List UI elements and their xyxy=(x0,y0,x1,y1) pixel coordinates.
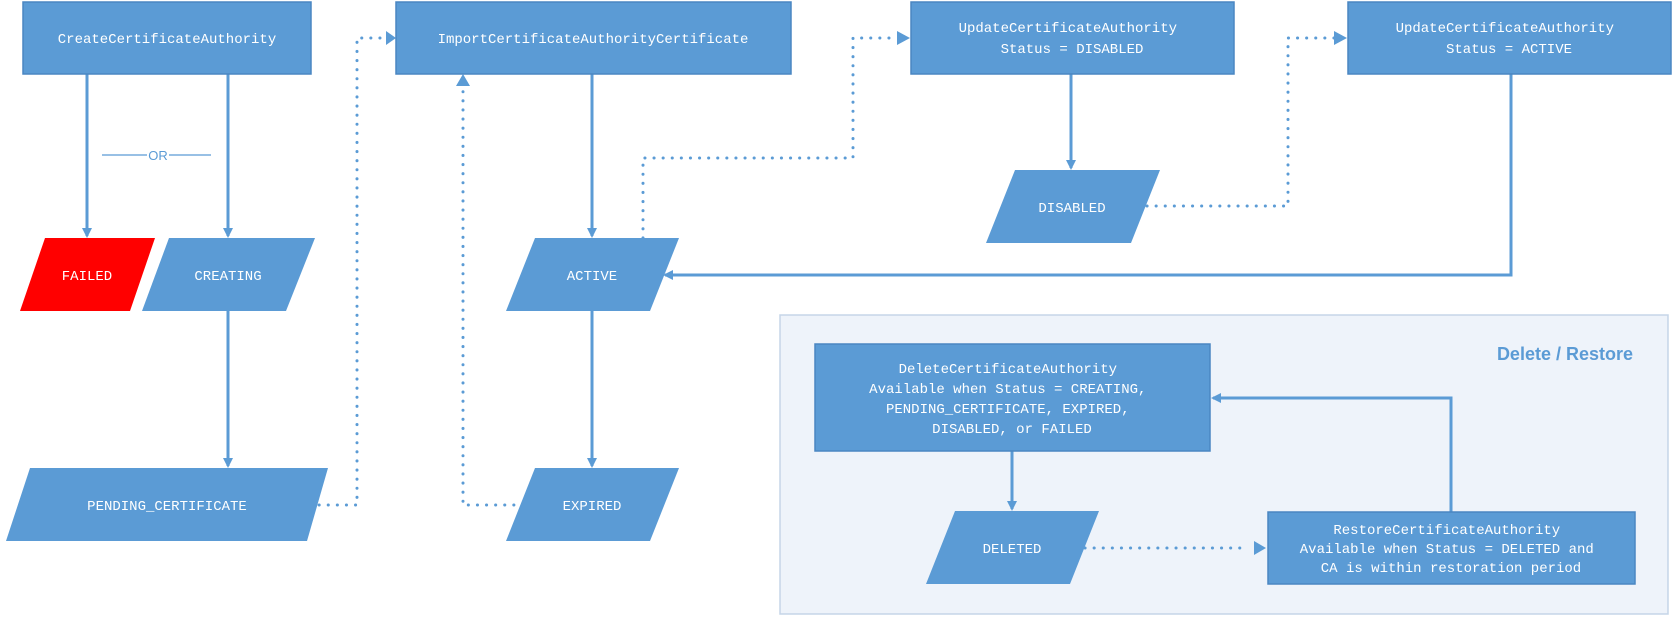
state-pending: PENDING_CERTIFICATE xyxy=(6,468,328,541)
state-active: ACTIVE xyxy=(506,238,679,311)
api-box-restore-line-2: Available when Status = DELETED and xyxy=(1300,542,1594,558)
state-disabled: DISABLED xyxy=(986,170,1160,243)
active-to-update-disable-dotted xyxy=(641,36,900,240)
delete-restore-panel-title: Delete / Restore xyxy=(1497,344,1633,364)
api-box-update-disable-line-2: Status = DISABLED xyxy=(1001,42,1144,58)
dotted-connectors xyxy=(308,36,1337,550)
api-box-restore: RestoreCertificateAuthority Available wh… xyxy=(1267,511,1636,585)
api-box-update-disable-text: UpdateCertificateAuthority Status = DISA… xyxy=(959,21,1186,58)
api-box-create-line-1: CreateCertificateAuthority xyxy=(58,32,276,48)
update-active-to-active-arrow xyxy=(663,74,1513,280)
arrowhead-up-to-import xyxy=(456,74,470,86)
api-box-update-disable-line-1: UpdateCertificateAuthority xyxy=(959,21,1177,37)
state-deleted: DELETED xyxy=(926,511,1099,584)
api-box-delete-line-3: PENDING_CERTIFICATE, EXPIRED, xyxy=(886,402,1130,418)
restore-to-delete-arrow xyxy=(1211,393,1453,512)
api-box-update-active-line-1: UpdateCertificateAuthority xyxy=(1396,21,1614,37)
api-box-update-active-text: UpdateCertificateAuthority Status = ACTI… xyxy=(1396,21,1623,58)
api-box-create: CreateCertificateAuthority xyxy=(22,1,312,75)
api-box-import-line-1: ImportCertificateAuthorityCertificate xyxy=(438,32,749,48)
api-box-delete-text: DeleteCertificateAuthority Available whe… xyxy=(869,362,1155,438)
state-pending-label: PENDING_CERTIFICATE xyxy=(87,499,247,515)
dotted-arrowheads xyxy=(386,31,1347,555)
state-creating: CREATING xyxy=(142,238,315,311)
arrowhead-to-restore xyxy=(1254,541,1266,555)
state-disabled-label: DISABLED xyxy=(1038,201,1105,217)
state-failed-label: FAILED xyxy=(62,269,112,285)
arrowhead-to-update-active xyxy=(1334,31,1347,45)
arrowhead-to-update-disable xyxy=(897,31,910,45)
state-active-label: ACTIVE xyxy=(567,269,617,285)
solid-connectors xyxy=(82,74,1513,512)
api-box-delete-line-1: DeleteCertificateAuthority xyxy=(899,362,1117,378)
api-box-delete: DeleteCertificateAuthority Available whe… xyxy=(814,343,1211,452)
api-box-restore-text: RestoreCertificateAuthority Available wh… xyxy=(1300,523,1602,577)
state-expired-label: EXPIRED xyxy=(563,499,622,515)
pending-to-import-dotted xyxy=(308,36,390,507)
api-box-update-active-line-2: Status = ACTIVE xyxy=(1446,42,1572,58)
api-box-import: ImportCertificateAuthorityCertificate xyxy=(395,1,792,75)
api-box-delete-line-2: Available when Status = CREATING, xyxy=(869,382,1146,398)
api-box-restore-line-1: RestoreCertificateAuthority xyxy=(1333,523,1560,539)
api-box-update-active: UpdateCertificateAuthority Status = ACTI… xyxy=(1347,1,1672,75)
state-deleted-label: DELETED xyxy=(983,542,1042,558)
api-box-update-disable: UpdateCertificateAuthority Status = DISA… xyxy=(910,1,1235,75)
api-box-restore-line-3: CA is within restoration period xyxy=(1321,561,1581,577)
state-expired: EXPIRED xyxy=(506,468,679,541)
api-box-delete-line-4: DISABLED, or FAILED xyxy=(932,422,1092,438)
or-label: OR xyxy=(148,148,168,163)
state-failed: FAILED xyxy=(20,238,155,311)
api-box-create-text: CreateCertificateAuthority xyxy=(58,32,276,48)
state-creating-label: CREATING xyxy=(194,269,261,285)
expired-to-import-dotted xyxy=(461,88,525,507)
arrowhead-to-import xyxy=(386,31,396,45)
api-box-import-text: ImportCertificateAuthorityCertificate xyxy=(438,32,749,48)
